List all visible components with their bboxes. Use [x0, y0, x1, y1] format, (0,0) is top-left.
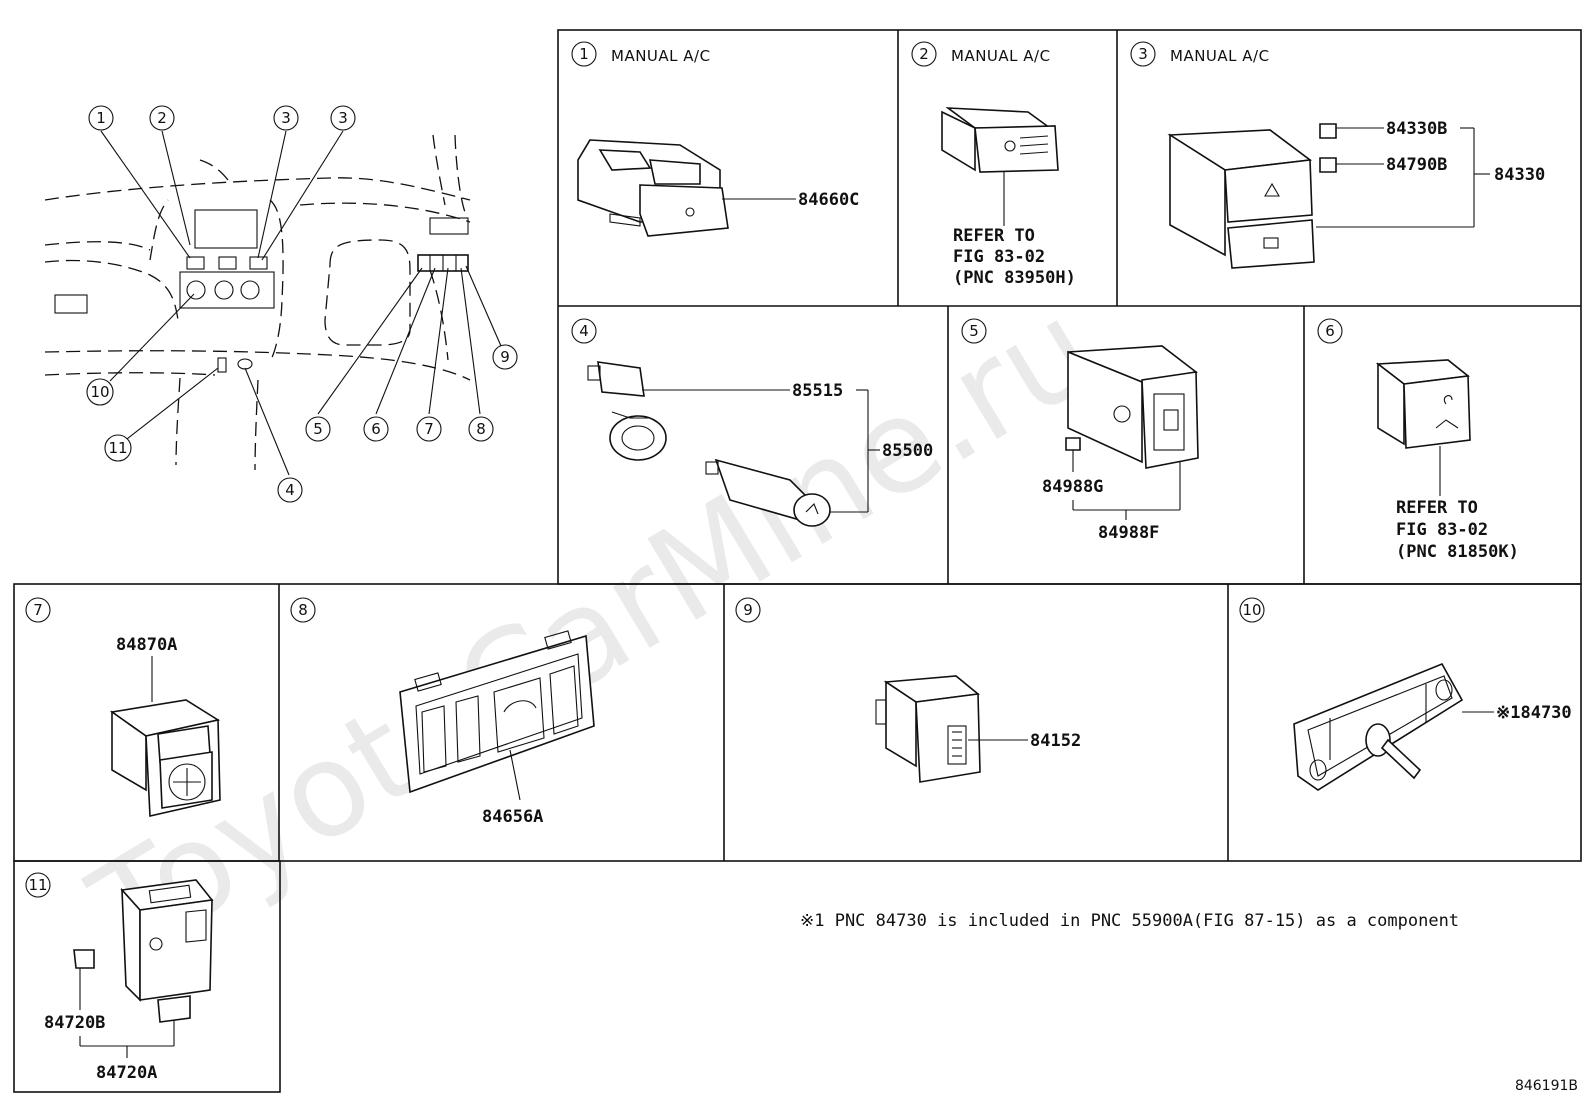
- svg-text:7: 7: [33, 601, 43, 619]
- panel-8: 8 84656A: [290, 597, 595, 827]
- panel-9-number: 9: [735, 597, 761, 623]
- svg-text:5: 5: [313, 420, 323, 438]
- svg-text:2: 2: [919, 45, 929, 63]
- part-label-84870a: 84870A: [116, 635, 177, 655]
- svg-text:11: 11: [28, 876, 47, 894]
- overview-callout-9: 9: [492, 344, 518, 370]
- refer-text-2-line1: REFER TO: [953, 226, 1035, 246]
- part-label-84330: 84330: [1494, 165, 1545, 185]
- rheostat-switch-illustration: [875, 675, 981, 783]
- cigarette-lighter-illustration: [587, 361, 831, 527]
- svg-text:11: 11: [108, 439, 127, 457]
- svg-text:10: 10: [90, 383, 109, 401]
- refer-text-2-line2: FIG 83-02: [953, 247, 1045, 267]
- switch-84988f-illustration: [1065, 345, 1199, 469]
- svg-text:1: 1: [579, 45, 589, 63]
- panel-11-number: 11: [25, 872, 51, 898]
- svg-text:9: 9: [500, 348, 510, 366]
- panel-9: 9 84152: [735, 597, 1081, 783]
- dashboard-overview: [44, 130, 502, 476]
- panel-8-number: 8: [290, 597, 316, 623]
- refer-text-6-line2: FIG 83-02: [1396, 520, 1488, 540]
- overview-callout-7: 7: [416, 416, 442, 442]
- svg-text:7: 7: [424, 420, 434, 438]
- svg-text:6: 6: [371, 420, 381, 438]
- refer-text-6-line1: REFER TO: [1396, 498, 1478, 518]
- panel-1-number: 1: [571, 41, 597, 67]
- overview-callout-6: 6: [363, 416, 389, 442]
- svg-text:3: 3: [281, 109, 291, 127]
- panel-6-number: 6: [1317, 318, 1343, 344]
- svg-text:3: 3: [1138, 45, 1148, 63]
- panel-6: 6 REFER TO FIG 83-02 (PNC 81850K): [1317, 318, 1519, 562]
- switch-84720a-illustration: [73, 879, 214, 1023]
- watermark: ToyotaCarMine.ru: [67, 271, 1120, 987]
- svg-text:9: 9: [743, 601, 753, 619]
- part-label-84988g: 84988G: [1042, 477, 1103, 497]
- svg-text:3: 3: [338, 109, 348, 127]
- overview-callout-1: 1: [88, 105, 114, 131]
- part-label-85515: 85515: [792, 381, 843, 401]
- panel-10: 10 ※184730: [1239, 597, 1572, 791]
- switch-bezel-illustration: [399, 630, 595, 794]
- overview-callout-5: 5: [305, 416, 331, 442]
- part-label-84330b: 84330B: [1386, 119, 1447, 139]
- panel-10-number: 10: [1239, 597, 1265, 623]
- svg-text:6: 6: [1325, 322, 1335, 340]
- panel-5: 5 84988G 84988F: [961, 318, 1199, 543]
- part-label-85500: 85500: [882, 441, 933, 461]
- panel-1-title: MANUAL A/C: [611, 47, 711, 65]
- part-label-84660c: 84660C: [798, 190, 859, 210]
- mirror-switch-illustration: [109, 699, 221, 817]
- overview-callout-8: 8: [468, 416, 494, 442]
- svg-text:10: 10: [1242, 601, 1261, 619]
- svg-text:4: 4: [579, 322, 589, 340]
- svg-text:1: 1: [96, 109, 106, 127]
- switch-83950h-illustration: [941, 107, 1059, 173]
- refer-text-6-line3: (PNC 81850K): [1396, 542, 1519, 562]
- overview-callout-2: 2: [149, 105, 175, 131]
- part-label-84730: ※184730: [1496, 703, 1572, 723]
- panel-4-number: 4: [571, 318, 597, 344]
- panel-2: 2 MANUAL A/C REFER TO FIG 83-02 (PNC 839…: [911, 41, 1076, 288]
- svg-text:4: 4: [285, 481, 295, 499]
- panel-2-title: MANUAL A/C: [951, 47, 1051, 65]
- panel-7: 7 84870A: [25, 597, 221, 817]
- overview-callout-4: 4: [277, 477, 303, 503]
- panel-1: 1 MANUAL A/C 84660C: [571, 41, 859, 237]
- svg-text:8: 8: [298, 601, 308, 619]
- panel-3: 3 MANUAL A/C 84330B 84790B 84330: [1130, 41, 1545, 269]
- switch-84660c-illustration: [577, 139, 729, 237]
- overview-callout-3a: 3: [273, 105, 299, 131]
- figure-code: 846191B: [1515, 1078, 1578, 1094]
- svg-text:5: 5: [969, 322, 979, 340]
- overview-callout-3b: 3: [330, 105, 356, 131]
- part-label-84720b: 84720B: [44, 1013, 105, 1033]
- part-label-84790b: 84790B: [1386, 155, 1447, 175]
- panel-2-number: 2: [911, 41, 937, 67]
- panel-7-number: 7: [25, 597, 51, 623]
- panel-3-number: 3: [1130, 41, 1156, 67]
- panel-grid: [13, 29, 1582, 1093]
- refer-text-2-line3: (PNC 83950H): [953, 268, 1076, 288]
- part-label-84152: 84152: [1030, 731, 1081, 751]
- part-label-84656a: 84656A: [482, 807, 543, 827]
- panel-3-title: MANUAL A/C: [1170, 47, 1270, 65]
- panel-4: 4 85515 85500: [571, 318, 933, 527]
- svg-text:8: 8: [476, 420, 486, 438]
- switch-81850k-illustration: [1375, 359, 1471, 449]
- part-label-84720a: 84720A: [96, 1063, 157, 1083]
- overview-callout-10: 10: [86, 378, 114, 406]
- switch-84330-illustration: [1167, 123, 1337, 269]
- panel-11: 11 84720B 84720A: [25, 872, 214, 1083]
- svg-text:2: 2: [157, 109, 167, 127]
- part-label-84988f: 84988F: [1098, 523, 1159, 543]
- footnote: ※1 PNC 84730 is included in PNC 55900A(F…: [800, 911, 1459, 931]
- overview-callout-11: 11: [104, 434, 132, 462]
- toggle-switch-84730-illustration: [1293, 662, 1464, 791]
- panel-5-number: 5: [961, 318, 987, 344]
